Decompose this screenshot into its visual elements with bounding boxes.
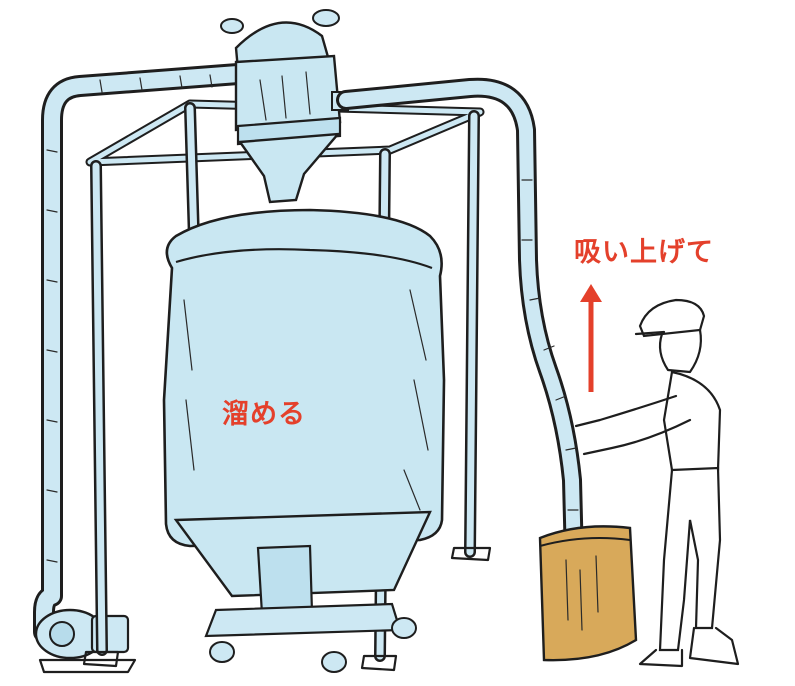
right-suction-hose [336,77,584,570]
upward-arrow [580,284,602,392]
left-suction-pipe [33,63,249,643]
store-label: 溜める [222,399,306,430]
storage-silo [162,208,446,673]
cyclone-separator [220,9,349,204]
suck-up-label: 吸い上げて [574,237,714,268]
blower-motor [34,608,137,674]
worker-figure [574,298,740,668]
burlap-sack [538,525,638,662]
